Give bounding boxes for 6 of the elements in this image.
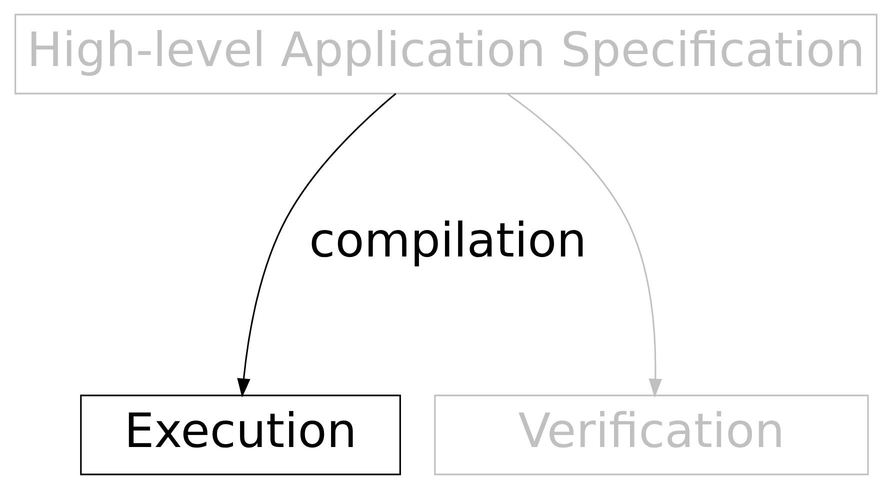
edge-label: compilation: [308, 213, 586, 268]
node-box: Verification: [434, 394, 868, 476]
node-box: Execution: [80, 394, 400, 476]
node-box: High-level Application Specification: [14, 14, 877, 94]
arrow: [506, 92, 662, 398]
arrow: [236, 93, 396, 398]
